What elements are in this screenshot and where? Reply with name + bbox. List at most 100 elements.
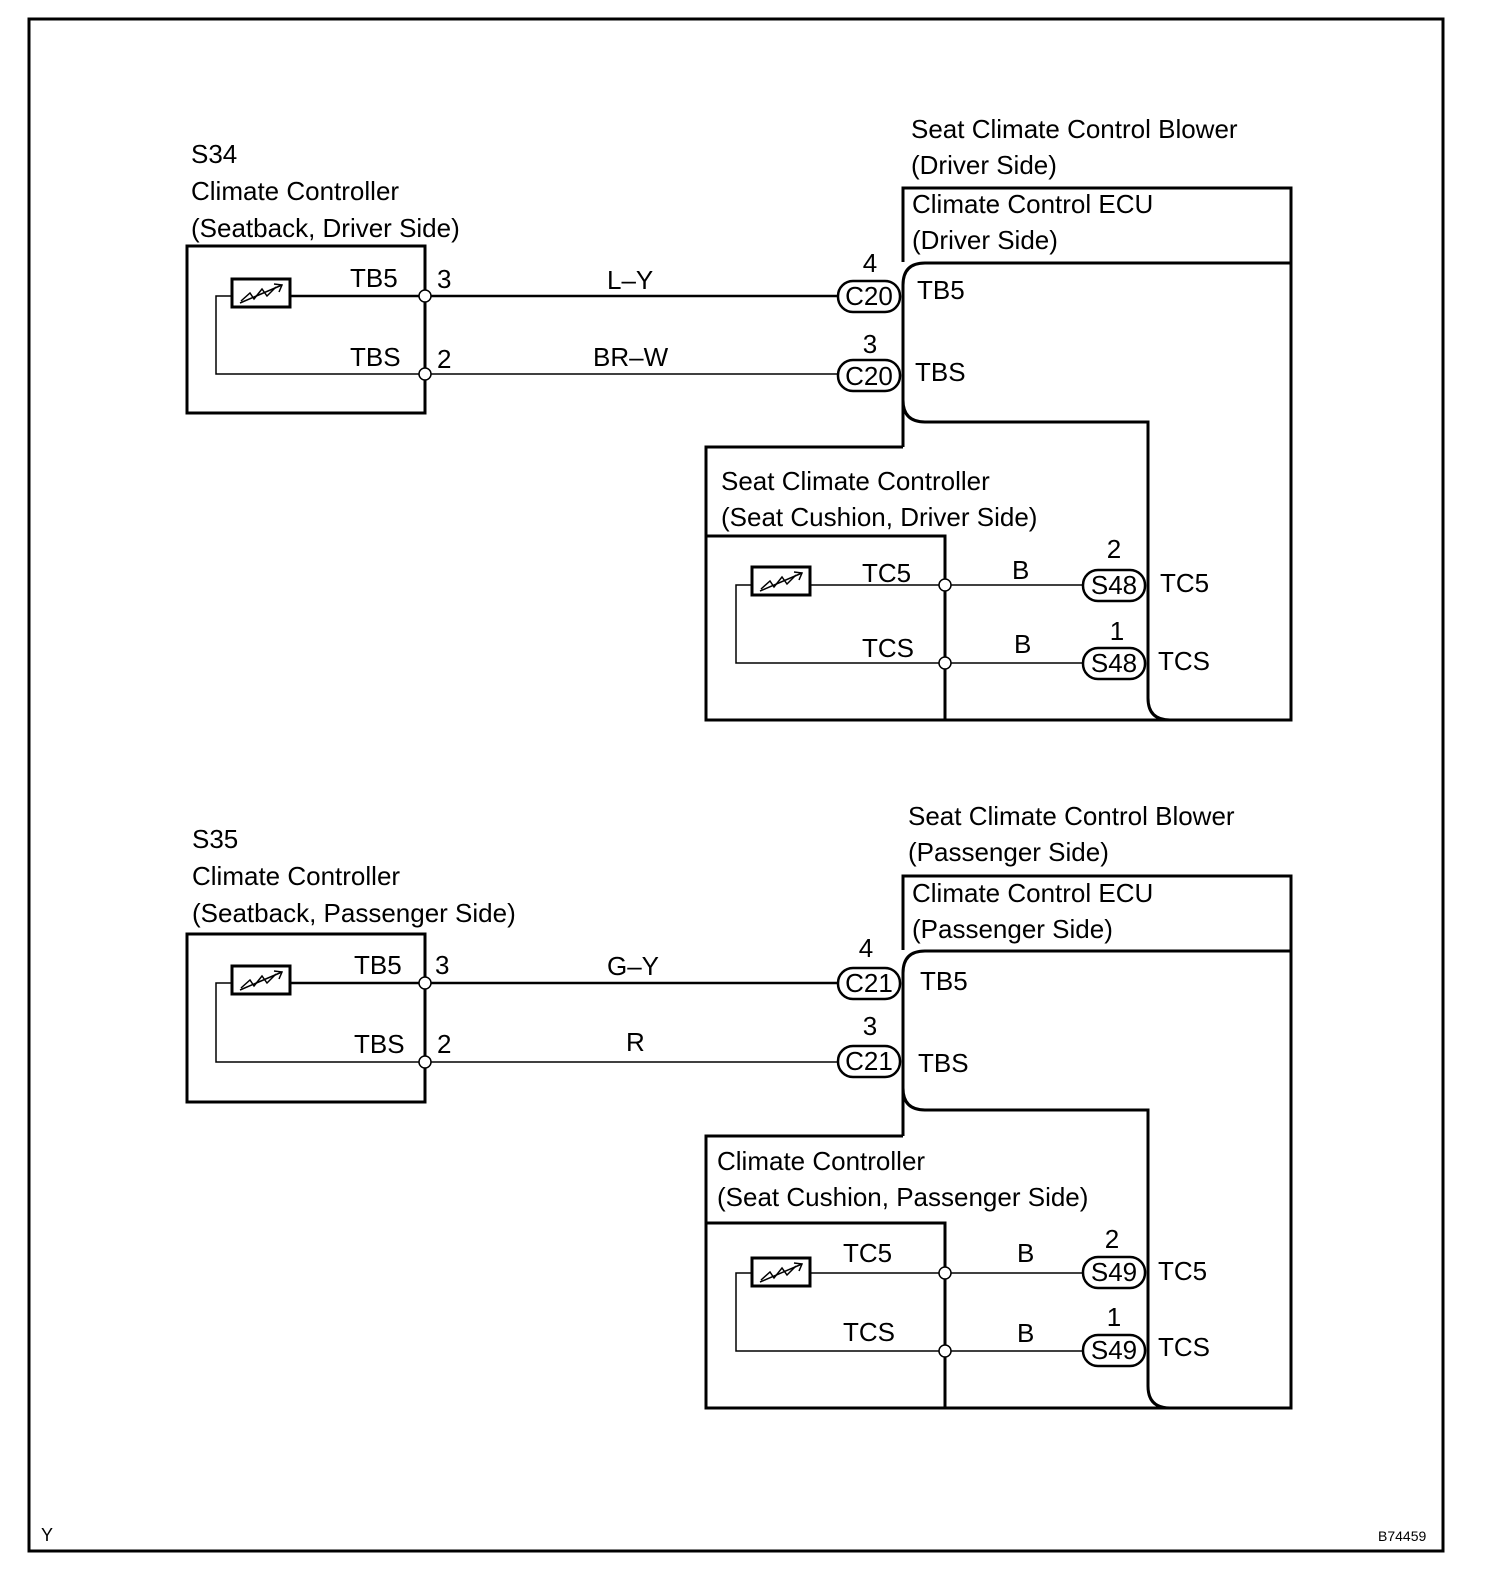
s35-code: S35 xyxy=(192,824,238,854)
s34-controller-box xyxy=(185,244,427,415)
blower-driver-outline-top xyxy=(901,186,1293,262)
s34-code: S34 xyxy=(191,139,237,169)
cushion-driver-tcs-dot xyxy=(938,656,952,670)
blower-passenger-outline-top xyxy=(901,874,1293,950)
connector-s48-label-b: S48 xyxy=(1091,648,1137,678)
connector-c20-pin-4: 4 xyxy=(863,248,877,278)
cushion-passenger-loop xyxy=(735,1272,945,1352)
connector-s49-label-a: S49 xyxy=(1091,1257,1137,1287)
connector-c21-label-b: C21 xyxy=(845,1046,893,1076)
cushion-driver-terminal-tc5: TC5 xyxy=(862,558,911,588)
ecu-passenger-box xyxy=(901,949,1291,1136)
cushion-passenger-tc5-dot xyxy=(938,1266,952,1280)
ecu-driver-terminal-tc5: TC5 xyxy=(1160,568,1209,598)
s35-controller-box xyxy=(185,932,427,1104)
connector-s49-pin-2: 2 xyxy=(1105,1224,1119,1254)
blower-passenger-outline-bottom xyxy=(704,950,1293,1410)
connector-s48-pin2 xyxy=(1081,568,1147,603)
cushion-driver-loop xyxy=(735,584,945,664)
cushion-driver-thermistor-icon xyxy=(750,565,812,597)
s35-thermistor-icon xyxy=(230,964,292,996)
driver-section: S34 Climate Controller (Seatback, Driver… xyxy=(185,114,1293,722)
cushion-passenger-tcs-dot xyxy=(938,1344,952,1358)
diagram-frame xyxy=(27,17,1445,1553)
connector-s49-pin2 xyxy=(1081,1255,1147,1290)
blower-passenger-name: Seat Climate Control Blower xyxy=(908,801,1235,831)
connector-s48-label-a: S48 xyxy=(1091,570,1137,600)
wire-color-b-2: B xyxy=(1014,629,1031,659)
connector-c21-pin-4: 4 xyxy=(859,933,873,963)
connector-c21-pin-3: 3 xyxy=(863,1011,877,1041)
connector-c20-label-a: C20 xyxy=(845,281,893,311)
connector-c20-pin4 xyxy=(836,279,902,314)
s35-pin-3-dot xyxy=(418,976,432,990)
ecu-passenger-terminal-tb5: TB5 xyxy=(920,966,968,996)
ecu-passenger-lower-box xyxy=(901,1087,1171,1410)
connector-s48-pin-2: 2 xyxy=(1107,534,1121,564)
ecu-driver-terminal-tbs: TBS xyxy=(915,357,966,387)
s34-terminal-tbs: TBS xyxy=(350,342,401,372)
s35-pin-2-dot xyxy=(418,1055,432,1069)
wire-color-g-y: G–Y xyxy=(607,951,659,981)
connector-c21-label-a: C21 xyxy=(845,968,893,998)
s35-name: Climate Controller xyxy=(192,861,400,891)
ecu-passenger-terminal-tbs: TBS xyxy=(918,1048,969,1078)
cushion-passenger-terminal-tc5: TC5 xyxy=(843,1238,892,1268)
blower-driver-side: (Driver Side) xyxy=(911,150,1057,180)
s34-pin-3-dot xyxy=(418,289,432,303)
s35-pin-2: 2 xyxy=(437,1029,451,1059)
s34-pin-2: 2 xyxy=(437,344,451,374)
cushion-driver-name: Seat Climate Controller xyxy=(721,466,990,496)
cushion-passenger-thermistor-icon xyxy=(750,1256,812,1288)
s35-internal-loop xyxy=(215,982,425,1063)
connector-s48-pin1 xyxy=(1081,646,1147,681)
s35-location: (Seatback, Passenger Side) xyxy=(192,898,516,928)
wire-color-b-4: B xyxy=(1017,1318,1034,1348)
blower-driver-outline-bottom xyxy=(704,262,1293,722)
wire-color-b-3: B xyxy=(1017,1238,1034,1268)
s35-terminal-tbs: TBS xyxy=(354,1029,405,1059)
cushion-passenger-name: Climate Controller xyxy=(717,1146,925,1176)
s35-pin-3: 3 xyxy=(435,950,449,980)
cushion-passenger-location: (Seat Cushion, Passenger Side) xyxy=(717,1182,1088,1212)
ecu-passenger-terminal-tcs: TCS xyxy=(1158,1332,1210,1362)
ecu-passenger-name: Climate Control ECU xyxy=(912,878,1153,908)
ecu-driver-terminal-tb5: TB5 xyxy=(917,275,965,305)
ecu-driver-box xyxy=(901,261,1291,447)
s34-location: (Seatback, Driver Side) xyxy=(191,213,460,243)
wire-color-r: R xyxy=(626,1027,645,1057)
s34-thermistor-icon xyxy=(230,277,292,309)
s34-internal-loop xyxy=(215,295,425,375)
cushion-driver-location: (Seat Cushion, Driver Side) xyxy=(721,502,1037,532)
ecu-driver-lower-box xyxy=(901,399,1171,722)
connector-c21-pin4 xyxy=(836,966,902,1001)
ecu-passenger-side: (Passenger Side) xyxy=(912,914,1113,944)
connector-s49-pin1 xyxy=(1081,1333,1147,1368)
cushion-passenger-terminal-tcs: TCS xyxy=(843,1317,895,1347)
s34-pin-2-dot xyxy=(418,367,432,381)
ecu-driver-name: Climate Control ECU xyxy=(912,189,1153,219)
passenger-section: S35 Climate Controller (Seatback, Passen… xyxy=(185,801,1293,1410)
wire-color-b-1: B xyxy=(1012,555,1029,585)
blower-passenger-side: (Passenger Side) xyxy=(908,837,1109,867)
connector-c20-pin-3: 3 xyxy=(863,329,877,359)
connector-c20-label-b: C20 xyxy=(845,361,893,391)
connector-c20-pin3 xyxy=(836,358,902,393)
connector-c21-pin3 xyxy=(836,1044,902,1079)
wire-color-br-w: BR–W xyxy=(593,342,669,372)
ecu-driver-terminal-tcs: TCS xyxy=(1158,646,1210,676)
ecu-passenger-terminal-tc5: TC5 xyxy=(1158,1256,1207,1286)
s34-pin-3: 3 xyxy=(437,264,451,294)
blower-driver-name: Seat Climate Control Blower xyxy=(911,114,1238,144)
connector-s49-pin-1: 1 xyxy=(1107,1302,1121,1332)
s34-name: Climate Controller xyxy=(191,176,399,206)
wire-color-l-y: L–Y xyxy=(607,265,653,295)
s34-terminal-tb5: TB5 xyxy=(350,263,398,293)
figure-code: B74459 xyxy=(1378,1528,1426,1544)
ecu-driver-side: (Driver Side) xyxy=(912,225,1058,255)
footer-left-mark: Y xyxy=(41,1525,53,1545)
cushion-passenger-box xyxy=(706,1221,947,1408)
connector-s49-label-b: S49 xyxy=(1091,1335,1137,1365)
cushion-driver-tc5-dot xyxy=(938,578,952,592)
